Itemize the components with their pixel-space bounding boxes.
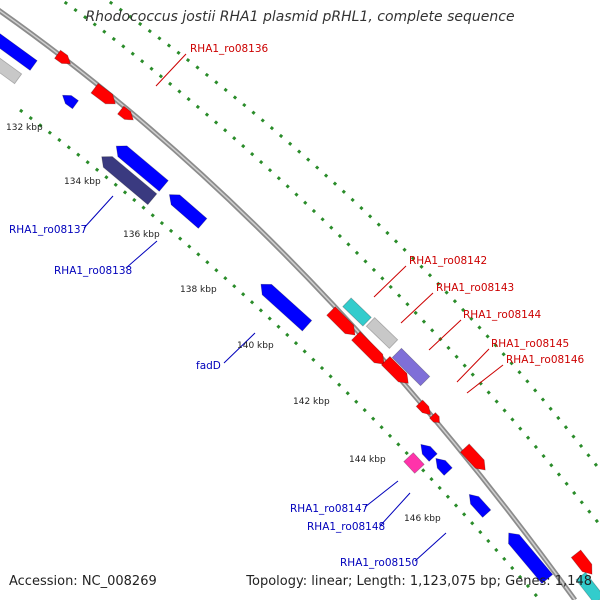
label-connector-line [466,364,504,394]
map-title: Rhodococcus jostii RHA1 plasmid pRHL1, c… [85,9,515,25]
scale-tick-label: 144 kbp [349,455,386,465]
reverse-gene-labels: RHA1_ro08137 RHA1_ro08138 fadD RHA1_ro08… [9,224,418,569]
gene-reverse [0,33,38,71]
gene-shape [435,457,453,476]
scale-tick-label: 136 kbp [123,230,160,240]
gene-shape [415,399,432,416]
gene-shape [101,156,158,206]
gene-label-ro08137[interactable]: RHA1_ro08137 [9,224,87,236]
sequence-stats: Topology: linear; Length: 1,123,075 bp; … [246,574,592,589]
gene-shape [570,549,593,575]
gene-shape [459,443,486,471]
gene-reverse [61,94,79,110]
gene-cyan [575,571,600,600]
gene-shape [380,355,409,384]
gene-label-ro08143[interactable]: RHA1_ro08143 [436,282,514,294]
scale-tick-label: 132 kbp [6,123,43,133]
forward-gene-labels: RHA1_ro08136 RHA1_ro08142 RHA1_ro08143 R… [190,43,585,366]
label-connectors [83,53,504,562]
gene-label-ro08142[interactable]: RHA1_ro08142 [409,255,487,267]
gene-fadD [260,283,313,332]
gene-label-ro08147[interactable]: RHA1_ro08147 [290,503,368,515]
gene-shape [468,493,492,518]
label-connector-line [400,292,434,324]
gene-shape [429,412,440,424]
gene-forward [326,306,356,336]
gene-grey [0,55,23,85]
gene-forward [117,105,134,121]
gene-shape [326,306,356,336]
label-connector-line [414,532,447,562]
gene-label-ro08148[interactable]: RHA1_ro08148 [307,521,385,533]
gene-shape [403,452,425,474]
label-connector-line [364,480,399,508]
label-connector-line [379,492,411,527]
gene-label-ro08138[interactable]: RHA1_ro08138 [54,265,132,277]
label-connector-line [83,195,114,229]
gene-ro08146 [380,355,409,384]
gene-features [0,33,600,600]
gene-shape [54,49,72,65]
scale-tick-label: 134 kbp [64,177,101,187]
label-connector-line [125,240,158,269]
tick-dot-lines [19,0,600,600]
label-connector-line [155,53,187,87]
gene-shape [365,317,399,349]
gene-shape [0,55,23,85]
gene-forward [429,412,440,424]
gene-ro08145 [391,347,431,387]
accession-label: Accession: NC_008269 [9,574,157,589]
scale-tick-label: 138 kbp [180,285,217,295]
scale-tick-label: 142 kbp [293,397,330,407]
label-connector-line [428,319,462,351]
gene-shape [168,194,208,229]
gene-shape [117,105,134,121]
gene-forward [415,399,432,416]
gene-shape [61,94,79,110]
tick-dot-line [104,0,600,471]
gene-reverse [435,457,453,476]
gene-shape [420,443,438,462]
gene-forward [459,443,486,471]
gene-shape [575,571,600,600]
gene-shape [391,347,431,387]
scale-tick-label: 140 kbp [237,341,274,351]
gene-shape [115,145,169,192]
tick-dot-line [59,0,600,526]
label-connector-line [223,332,256,364]
gene-ro08142 [342,297,372,327]
gene-forward [90,82,116,105]
label-connector-line [373,265,407,298]
gene-ro08147 [403,452,425,474]
gene-ro08150 [508,532,554,585]
gene-label-ro08136[interactable]: RHA1_ro08136 [190,43,269,55]
gene-shape [90,82,116,105]
gene-label-ro08150[interactable]: RHA1_ro08150 [340,557,418,569]
gene-ro08137 [101,156,158,206]
gene-label-ro08145[interactable]: RHA1_ro08145 [491,338,569,350]
gene-label-ro08146[interactable]: RHA1_ro08146 [506,354,585,366]
gene-ro08144 [351,331,385,365]
label-connector-line [456,348,490,383]
gene-shape [0,33,38,71]
backbone [0,8,578,600]
gene-forward [54,49,72,65]
gene-shape [260,283,313,332]
gene-shape [342,297,372,327]
gene-shape [508,532,554,585]
gene-reverse [420,443,438,462]
gene-label-fadD[interactable]: fadD [196,360,221,372]
gene-ro08138 [168,194,208,229]
scale-tick-labels: 132 kbp 134 kbp 136 kbp 138 kbp 140 kbp … [6,123,441,524]
gene-reverse [115,145,169,192]
gene-ro08148 [468,493,492,518]
gene-forward [570,549,593,575]
gene-shape [351,331,385,365]
scale-tick-label: 146 kbp [404,514,441,524]
gene-label-ro08144[interactable]: RHA1_ro08144 [463,309,542,321]
gene-ro08143 [365,317,399,349]
